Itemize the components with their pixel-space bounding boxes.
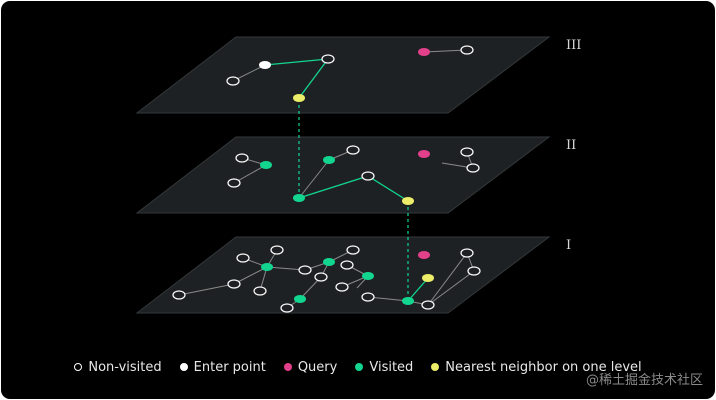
node-visited — [261, 263, 273, 271]
node-non-visited — [227, 178, 241, 188]
hollow-circle-icon — [74, 363, 83, 371]
node-nearest — [422, 274, 434, 282]
node-query — [418, 251, 430, 259]
watermark: @稀土掘金技术社区 — [585, 373, 703, 388]
search-path-edge — [367, 175, 409, 202]
legend-label-non-visited: Non-visited — [88, 359, 162, 375]
white-dot-icon — [179, 363, 188, 371]
node-non-visited — [467, 266, 481, 276]
legend: Non-visited Enter point Query Visited Ne… — [1, 357, 715, 377]
node-non-visited — [361, 292, 375, 302]
node-nearest — [402, 197, 414, 205]
level-2-nodes — [227, 145, 480, 205]
node-non-visited — [298, 265, 312, 275]
level-3-label: III — [566, 38, 581, 53]
edge — [367, 296, 409, 302]
level-connectors — [298, 99, 409, 300]
node-query — [418, 150, 430, 158]
node-non-visited — [346, 245, 360, 255]
level-3-surface — [135, 36, 551, 114]
node-non-visited — [235, 153, 249, 163]
legend-label-visited: Visited — [369, 359, 414, 375]
legend-item-visited: Visited — [355, 360, 413, 375]
node-nearest — [293, 94, 305, 102]
node-non-visited — [460, 45, 474, 55]
node-query — [418, 48, 430, 56]
node-non-visited — [280, 303, 294, 313]
node-non-visited — [270, 245, 284, 255]
legend-label-nearest: Nearest neighbor on one level — [445, 359, 642, 375]
node-enter-point — [259, 61, 271, 69]
green-dot-icon — [355, 363, 364, 371]
yellow-dot-icon — [431, 363, 440, 371]
node-non-visited — [460, 248, 474, 258]
node-visited — [260, 161, 272, 169]
level-1-label: I — [566, 238, 571, 253]
edge — [427, 270, 475, 306]
node-visited — [323, 156, 335, 164]
legend-label-enter-point: Enter point — [193, 359, 266, 375]
node-non-visited — [226, 76, 240, 86]
pink-dot-icon — [283, 363, 292, 371]
node-non-visited — [460, 147, 474, 157]
node-visited — [294, 295, 306, 303]
node-non-visited — [321, 54, 335, 64]
node-visited — [323, 258, 335, 266]
level-3-plane: III — [135, 36, 581, 114]
edge — [233, 266, 268, 285]
edge — [427, 252, 468, 306]
node-non-visited — [340, 260, 354, 270]
node-visited — [293, 194, 305, 202]
level-2-label: II — [566, 138, 576, 153]
edge — [178, 283, 235, 296]
level-2-surface — [135, 136, 551, 214]
node-non-visited — [466, 163, 480, 173]
legend-item-non-visited: Non-visited — [74, 359, 162, 375]
search-path-edge — [407, 277, 429, 302]
level-3-nodes — [226, 45, 474, 102]
search-path-edge — [264, 58, 329, 66]
node-non-visited — [361, 171, 375, 181]
node-non-visited — [314, 272, 328, 282]
edge — [298, 159, 330, 199]
node-non-visited — [172, 290, 186, 300]
search-path-edge — [298, 58, 329, 99]
search-path-edge — [298, 175, 369, 199]
node-visited — [362, 272, 374, 280]
level-1-nodes — [172, 245, 481, 313]
node-non-visited — [227, 279, 241, 289]
node-non-visited — [236, 253, 250, 263]
legend-item-query: Query — [283, 359, 338, 375]
node-visited — [402, 297, 414, 305]
node-non-visited — [346, 145, 360, 155]
node-non-visited — [421, 300, 435, 310]
level-1-surface — [135, 236, 551, 314]
node-non-visited — [335, 282, 349, 292]
edge — [423, 49, 468, 53]
edge — [233, 164, 267, 184]
node-non-visited — [253, 286, 267, 296]
legend-item-nearest: Nearest neighbor on one level — [431, 359, 642, 375]
legend-item-enter-point: Enter point — [179, 359, 266, 375]
legend-label-query: Query — [297, 359, 338, 375]
